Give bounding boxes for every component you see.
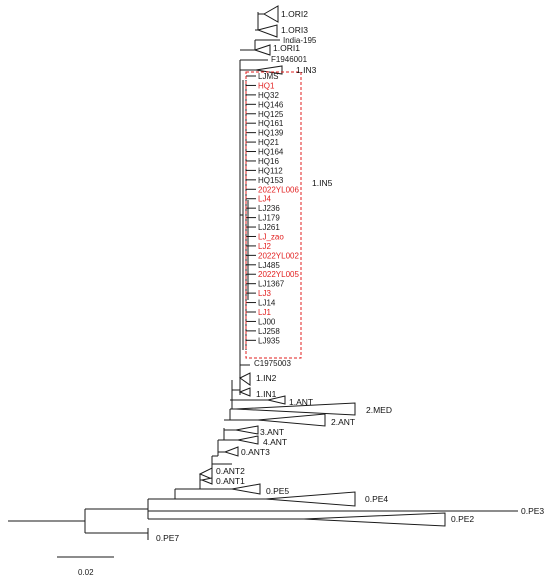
collapsed-clade-in2 [239, 372, 251, 386]
scale-bar-label: 0.02 [78, 568, 94, 577]
leaf-label: LJ00 [258, 317, 276, 326]
collapsed-clade-ant4 [237, 435, 259, 445]
collapsed-clade-pe5 [231, 483, 261, 495]
leaf-label: LJ485 [258, 261, 280, 270]
leaf-label: LJMS [258, 72, 278, 81]
clade-label-ant3: 3.ANT [260, 427, 284, 437]
leaf-label: HQ153 [258, 176, 284, 185]
clade-label-in3: 1.IN3 [296, 65, 317, 75]
collapsed-clades [198, 5, 446, 527]
leaf-label: LJ3 [258, 289, 271, 298]
leaf-label: HQ21 [258, 138, 279, 147]
leaf-label: HQ139 [258, 129, 284, 138]
leaf-label-c1975003: C1975003 [254, 359, 291, 368]
clade-label-0ant3: 0.ANT3 [241, 447, 270, 457]
collapsed-clade-ant3 [235, 425, 259, 435]
leaf-label: LJ258 [258, 327, 280, 336]
leaf-label: LJ_zao [258, 232, 284, 241]
leaf-label: LJ935 [258, 336, 280, 345]
clade-label-in1: 1.IN1 [256, 389, 277, 399]
leaf-label: LJ14 [258, 299, 276, 308]
collapsed-clade-pe4 [265, 491, 356, 507]
clade-label-0ant1: 0.ANT1 [216, 476, 245, 486]
collapsed-clade-ori1 [253, 44, 271, 56]
leaf-label: LJ1367 [258, 280, 285, 289]
highlight-box [245, 71, 302, 359]
collapsed-clade-in1 [238, 387, 251, 397]
clade-label-0pe2: 0.PE2 [451, 514, 474, 524]
clade-label-in2: 1.IN2 [256, 373, 277, 383]
collapsed-clade-ant0-3 [223, 446, 239, 457]
leaf-label: HQ112 [258, 166, 283, 175]
clade-label-0pe5: 0.PE5 [266, 486, 289, 496]
clade-label-ant1x: 1.ANT [289, 397, 313, 407]
collapsed-clade-ant1b [200, 477, 213, 485]
clade-label-0pe7: 0.PE7 [156, 533, 179, 543]
leaf-label: HQ1 [258, 81, 275, 90]
collapsed-clade-med2 [235, 402, 356, 416]
leaf-label: LJ1 [258, 308, 271, 317]
clade-label-ori2: 1.ORI2 [281, 9, 308, 19]
leaf-label: LJ261 [258, 223, 280, 232]
collapsed-clade-ant1 [198, 467, 213, 480]
clade-label-ant2: 2.ANT [331, 417, 355, 427]
leaf-label: HQ125 [258, 110, 284, 119]
leaf-label: LJ179 [258, 214, 280, 223]
leaf-label: HQ32 [258, 91, 279, 100]
leaf-label-india195: India-195 [283, 36, 317, 45]
leaf-label: 2022YL002 [258, 251, 299, 260]
clade-label-0pe3: 0.PE3 [521, 506, 544, 516]
collapsed-clade-ant2 [257, 413, 326, 427]
clade-label-0ant2: 0.ANT2 [216, 466, 245, 476]
collapsed-clade-ori2 [262, 5, 279, 23]
leaf-label: HQ161 [258, 119, 284, 128]
clade-label-0pe4: 0.PE4 [365, 494, 388, 504]
leaf-label-f1946001: F1946001 [271, 55, 308, 64]
leaf-label: LJ4 [258, 195, 271, 204]
leaf-labels: LJMSHQ1HQ32HQ146HQ125HQ161HQ139HQ21HQ164… [258, 72, 299, 345]
clade-label-ori1: 1.ORI1 [273, 43, 300, 53]
collapsed-clade-pe2 [303, 512, 446, 527]
leaf-label: 2022YL005 [258, 270, 299, 279]
collapsed-clade-ori3 [256, 24, 278, 38]
leaf-label: LJ236 [258, 204, 280, 213]
leaf-label: HQ16 [258, 157, 279, 166]
clade-label-in5: 1.IN5 [312, 178, 333, 188]
leaf-label: HQ146 [258, 100, 284, 109]
collapsed-clade-ant [267, 395, 286, 405]
clade-label-med2: 2.MED [366, 405, 392, 415]
clade-label-ant4: 4.ANT [263, 437, 287, 447]
leaf-label: 2022YL006 [258, 185, 299, 194]
leaf-label: LJ2 [258, 242, 271, 251]
clade-label-ori3: 1.ORI3 [281, 25, 308, 35]
leaf-label: HQ164 [258, 148, 284, 157]
